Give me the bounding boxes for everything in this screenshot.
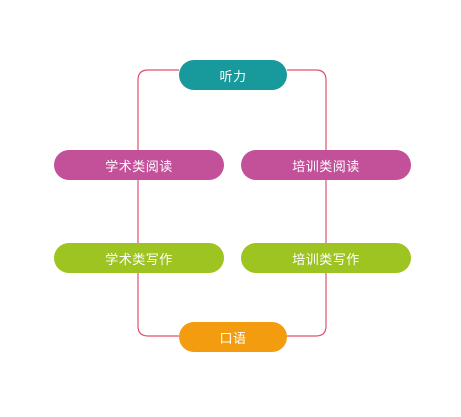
speaking-node: 口语	[179, 322, 287, 352]
general-training-writing-node: 培训类写作	[241, 243, 411, 273]
listening-node: 听力	[179, 60, 287, 90]
academic-reading-node: 学术类阅读	[54, 150, 224, 180]
connector-loop	[137, 69, 327, 337]
academic-writing-node: 学术类写作	[54, 243, 224, 273]
general-training-reading-node: 培训类阅读	[241, 150, 411, 180]
